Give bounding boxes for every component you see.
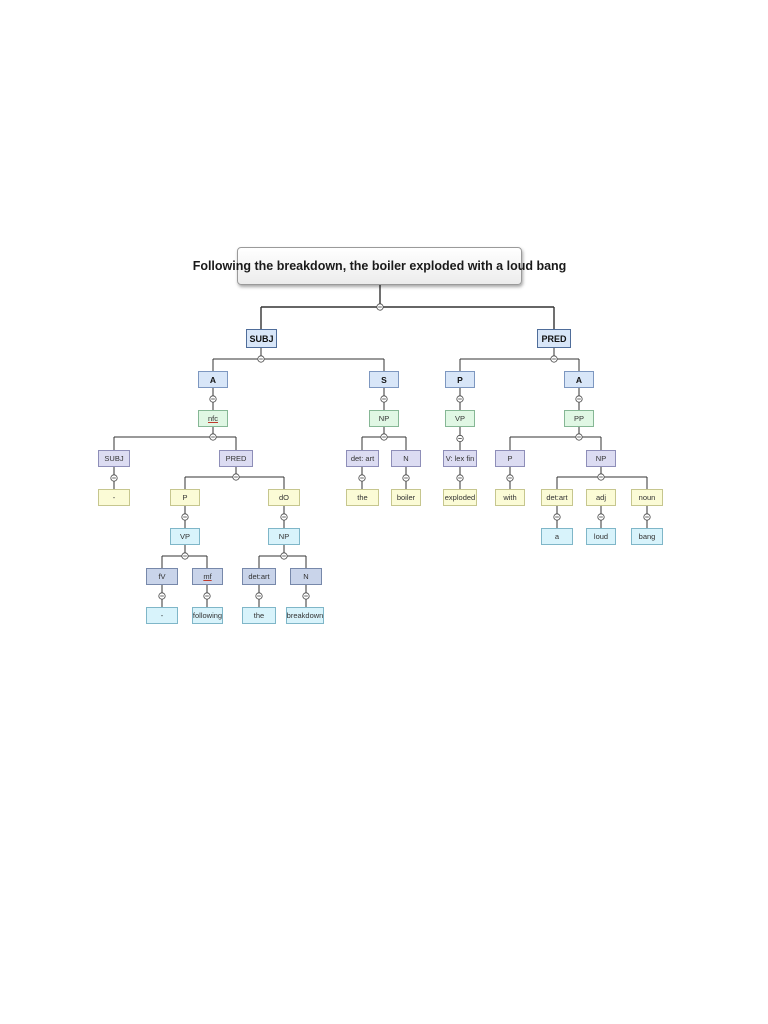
node-subj-a: A: [198, 371, 228, 388]
node-pp-det-val: a: [541, 528, 573, 545]
node-inner-subj: SUBJ: [98, 450, 130, 467]
node-inner-det: det:art: [242, 568, 276, 585]
node-pred-pp: PP: [564, 410, 594, 427]
node-inner-n-val: breakdown: [286, 607, 324, 624]
node-pp-p: P: [495, 450, 525, 467]
node-inner-n: N: [290, 568, 322, 585]
node-subj-n: N: [391, 450, 421, 467]
node-inner-fv: fV: [146, 568, 178, 585]
node-pp-noun-val: bang: [631, 528, 663, 545]
node-pred-vp: VP: [445, 410, 475, 427]
node-inner-subj-val: -: [98, 489, 130, 506]
sentence-title: Following the breakdown, the boiler expl…: [193, 247, 566, 285]
node-inner-vp: VP: [170, 528, 200, 545]
node-subj-n-val: boiler: [391, 489, 421, 506]
node-inner-mf: mf: [192, 568, 223, 585]
node-pred: PRED: [537, 329, 571, 348]
node-pp-adj-val: loud: [586, 528, 616, 545]
node-subj: SUBJ: [246, 329, 277, 348]
node-nfc: nfc: [198, 410, 228, 427]
node-inner-fv-val: -: [146, 607, 178, 624]
node-inner-mf-val: following: [192, 607, 223, 624]
node-subj-det-val: the: [346, 489, 379, 506]
node-pp-noun: noun: [631, 489, 663, 506]
node-inner-np: NP: [268, 528, 300, 545]
node-pred-p: P: [445, 371, 475, 388]
node-inner-det-val: the: [242, 607, 276, 624]
node-pred-a: A: [564, 371, 594, 388]
node-pp-adj: adj: [586, 489, 616, 506]
node-subj-det: det: art: [346, 450, 379, 467]
node-inner-p: P: [170, 489, 200, 506]
node-pp-np: NP: [586, 450, 616, 467]
node-pp-det: det:art: [541, 489, 573, 506]
node-inner-do: dO: [268, 489, 300, 506]
node-pred-v: V: lex fin: [443, 450, 477, 467]
node-inner-pred: PRED: [219, 450, 253, 467]
node-pred-v-val: exploded: [443, 489, 477, 506]
node-subj-s: S: [369, 371, 399, 388]
node-pp-p-val: with: [495, 489, 525, 506]
node-subj-np: NP: [369, 410, 399, 427]
